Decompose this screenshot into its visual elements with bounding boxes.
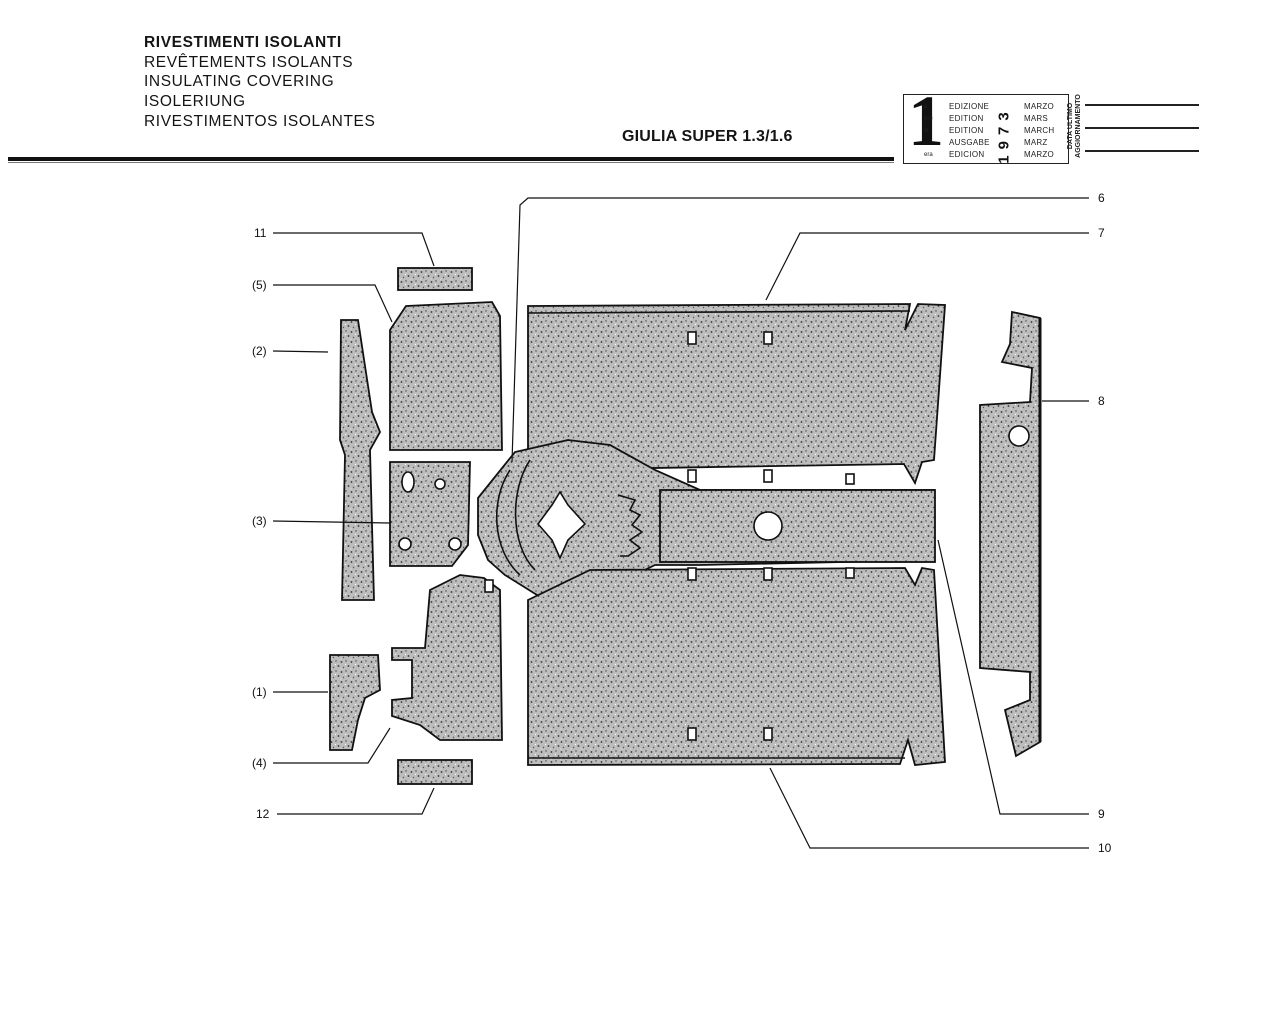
callout-1: (1) xyxy=(252,685,267,699)
edition-month: MARZ xyxy=(1024,138,1048,147)
leader-2 xyxy=(272,350,329,353)
edition-suffix: a xyxy=(924,104,928,110)
leader-9 xyxy=(937,539,1089,815)
part-1 xyxy=(329,654,381,751)
leader-6 xyxy=(511,197,1089,463)
slot xyxy=(845,567,855,579)
edition-suffix: ere xyxy=(924,116,933,122)
slot xyxy=(484,579,494,593)
slot xyxy=(763,727,773,741)
hole xyxy=(401,471,415,493)
leader-10 xyxy=(769,767,1089,849)
leader-11 xyxy=(273,232,435,267)
title-spanish: RIVESTIMENTOS ISOLANTES xyxy=(144,112,376,130)
edition-label: AUSGABE xyxy=(949,138,990,147)
callout-4: (4) xyxy=(252,756,267,770)
leader-5 xyxy=(273,284,393,323)
edition-month: MARZO xyxy=(1024,102,1054,111)
slot xyxy=(687,469,697,483)
leader-7 xyxy=(765,232,1089,301)
leader-lines xyxy=(272,197,1089,849)
callout-3: (3) xyxy=(252,514,267,528)
callout-11: 11 xyxy=(254,226,267,240)
edition-month: MARS xyxy=(1024,114,1048,123)
leader-4 xyxy=(273,727,391,764)
title-french: REVÊTEMENTS ISOLANTS xyxy=(144,53,354,71)
edition-month: MARCH xyxy=(1024,126,1055,135)
edition-suffix: era xyxy=(924,152,933,158)
callout-6: 6 xyxy=(1098,191,1105,205)
slot xyxy=(763,469,773,483)
detail-line xyxy=(527,310,911,314)
edition-month: MARZO xyxy=(1024,150,1054,159)
gear-lever-hole xyxy=(536,490,587,560)
slot xyxy=(763,567,773,581)
edition-suffix: . xyxy=(924,140,926,146)
slot xyxy=(845,473,855,485)
hole xyxy=(434,478,446,490)
edition-label: EDICION xyxy=(949,150,985,159)
edition-number: 1 xyxy=(908,81,944,161)
edition-label: EDITION xyxy=(949,126,984,135)
part-4 xyxy=(391,574,503,741)
slot xyxy=(687,567,697,581)
hole xyxy=(753,511,783,541)
detail-arc xyxy=(495,469,521,576)
hole xyxy=(398,537,412,551)
header-rule-thin xyxy=(8,162,894,163)
callout-7: 7 xyxy=(1098,226,1105,240)
edition-box: 1 a ere st . era EDIZIONE EDITION EDITIO… xyxy=(903,85,1069,164)
callout-8: 8 xyxy=(1098,394,1105,408)
update-line xyxy=(1085,127,1199,129)
callout-9: 9 xyxy=(1098,807,1105,821)
part-10 xyxy=(527,566,946,766)
part-2 xyxy=(339,319,381,601)
part-7 xyxy=(527,303,946,486)
diagram-details xyxy=(398,310,1042,759)
leader-3 xyxy=(272,520,391,524)
part-5 xyxy=(389,301,503,451)
callout-12: 12 xyxy=(256,807,270,821)
title-german: ISOLERIUNG xyxy=(144,93,246,111)
title-english: INSULATING COVERING xyxy=(144,73,335,91)
edition-label: EDITION xyxy=(949,114,984,123)
update-line xyxy=(1085,150,1199,152)
callout-2: (2) xyxy=(252,344,267,358)
detail-arc xyxy=(514,459,536,571)
title-italian: RIVESTIMENTI ISOLANTI xyxy=(144,34,342,51)
slot xyxy=(687,727,697,741)
callout-10: 10 xyxy=(1098,841,1112,855)
slot xyxy=(687,331,697,345)
hole xyxy=(448,537,462,551)
update-line xyxy=(1085,104,1199,106)
hole xyxy=(1008,425,1030,447)
part-12 xyxy=(397,759,473,785)
part-9 xyxy=(659,489,936,563)
edition-label: EDIZIONE xyxy=(949,102,990,111)
slot xyxy=(763,331,773,345)
detail-teeth xyxy=(617,494,644,557)
leader-12 xyxy=(277,787,435,815)
title-block: RIVESTIMENTI ISOLANTI REVÊTEMENTS ISOLAN… xyxy=(144,33,375,132)
part-8 xyxy=(979,310,1041,758)
callout-5: (5) xyxy=(252,278,267,292)
header-rule xyxy=(8,157,894,161)
model-name: GIULIA SUPER 1.3/1.6 xyxy=(622,128,793,145)
part-11 xyxy=(397,267,473,291)
edition-suffix: st xyxy=(924,128,929,134)
